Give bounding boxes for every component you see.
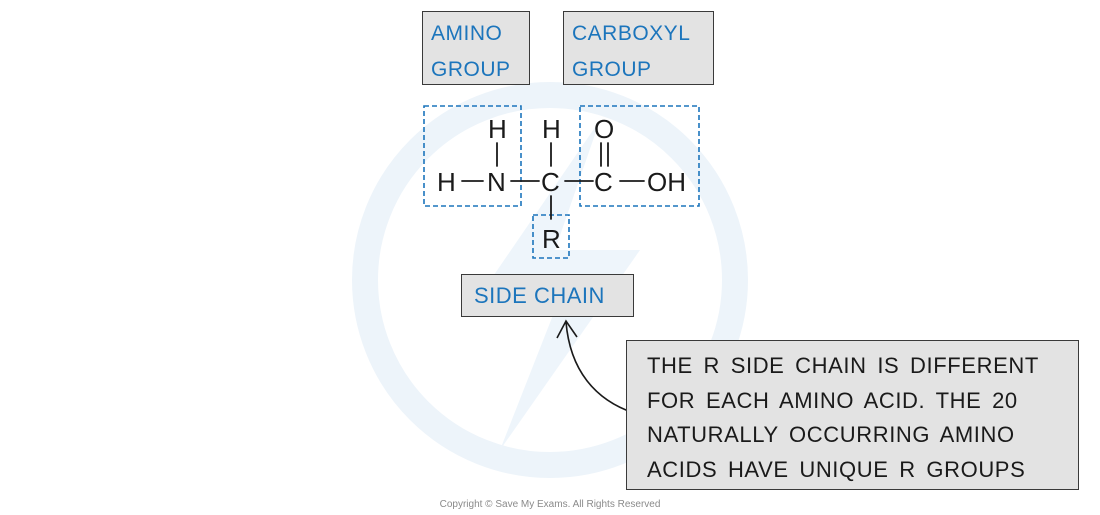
atom-h-amino-top: H: [488, 114, 507, 144]
atom-n: N: [487, 167, 506, 197]
carboxyl-group-line-2: GROUP: [572, 58, 652, 81]
copyright-text: Copyright © Save My Exams. All Rights Re…: [439, 499, 661, 510]
note-line-1: THE R SIDE CHAIN IS DIFFERENT: [647, 353, 1039, 378]
amino-group-label: AMINO GROUP: [422, 11, 530, 85]
carboxyl-dashed-box: [579, 105, 700, 207]
atom-r: R: [542, 224, 561, 254]
amino-group-line-1: AMINO: [431, 22, 503, 45]
note-line-2: FOR EACH AMINO ACID. THE 20: [647, 387, 1018, 413]
carboxyl-group-line-1: CARBOXYL: [572, 22, 691, 45]
amino-group-line-2: GROUP: [431, 58, 511, 81]
atom-h-alpha: H: [542, 114, 561, 144]
atom-h-amino-left: H: [437, 167, 456, 197]
amino-dashed-box: [423, 105, 522, 207]
note-line-3: NATURALLY OCCURRING AMINO: [647, 422, 1015, 447]
atom-c-carboxyl: C: [594, 167, 613, 197]
atom-o-double: O: [594, 114, 615, 144]
side-chain-label: SIDE CHAIN: [461, 274, 634, 317]
pointer-arrow: [565, 321, 635, 414]
atom-oh: OH: [647, 167, 686, 197]
pointer-arrowhead: [556, 319, 578, 339]
carboxyl-group-label: CARBOXYL GROUP: [563, 11, 714, 85]
side-chain-note: THE R SIDE CHAIN IS DIFFERENT FOR EACH A…: [626, 340, 1079, 490]
note-line-4: ACIDS HAVE UNIQUE R GROUPS: [647, 456, 1026, 482]
atom-c-alpha: C: [541, 167, 560, 197]
